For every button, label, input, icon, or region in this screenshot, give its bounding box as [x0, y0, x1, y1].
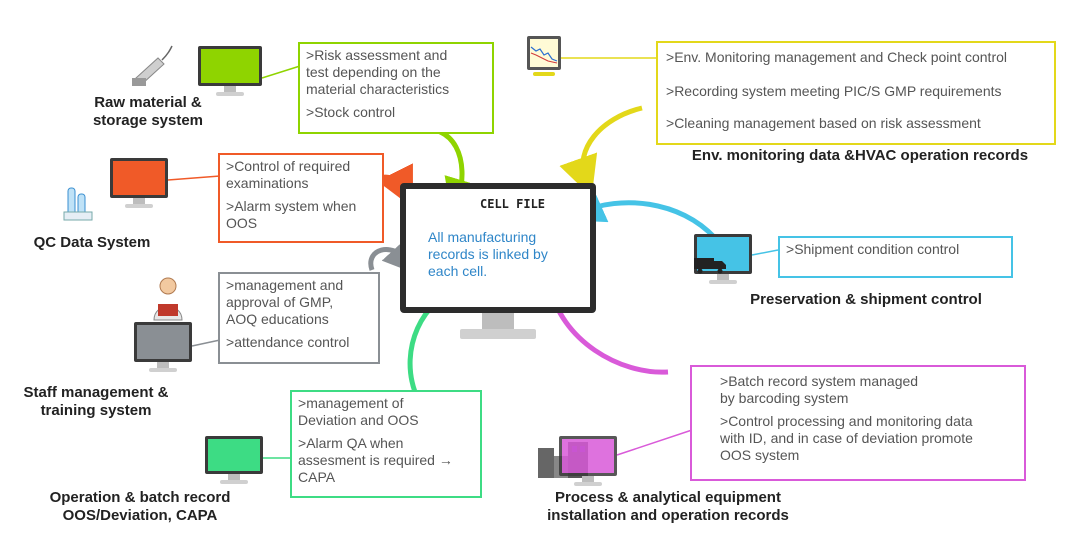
truck-icon — [694, 258, 726, 274]
staff-line-2: approval of GMP, — [226, 294, 334, 310]
raw-line-3: material characteristics — [306, 81, 450, 97]
staff-line-3: AOQ educations — [226, 311, 329, 327]
operation-line-2: Deviation and OOS — [298, 412, 419, 428]
raw-label: Raw material &storage system — [92, 94, 204, 129]
qc-line-1: >Control of required — [226, 158, 351, 174]
staff-label: Staff management &training system — [23, 384, 169, 419]
chart-screen-icon — [530, 46, 558, 64]
qc-info-box: >Control of required examinations >Alarm… — [218, 153, 384, 243]
env-curve-arrow — [559, 105, 643, 197]
cell-file-text-line: All manufacturing — [428, 229, 537, 245]
env-line-2: >Recording system meeting PIC/S GMP requ… — [666, 83, 1002, 99]
staff-info-box: >management and approval of GMP, AOQ edu… — [218, 272, 380, 364]
staff-line-4: >attendance control — [226, 334, 350, 350]
raw-line-1: >Risk assessment and — [306, 47, 448, 63]
operation-line-1: >management of — [298, 395, 404, 411]
shipment-label: Preservation & shipment control — [750, 291, 982, 308]
process-line-5: OOS system — [720, 447, 800, 463]
env-line-1: >Env. Monitoring management and Check po… — [666, 49, 1008, 65]
operation-line-5: CAPA — [298, 469, 336, 485]
barcode-scanner-icon — [132, 45, 173, 86]
qc-label: QC Data System — [33, 234, 151, 251]
cell-file-monitor: CELL FILE All manufacturing records is l… — [400, 183, 596, 358]
staff-line-1: >management and — [226, 277, 344, 293]
cell-file-text: All manufacturing records is linked by e… — [428, 229, 548, 280]
operation-info-box: >management of Deviation and OOS >Alarm … — [290, 390, 482, 498]
operation-line-3: >Alarm QA when — [298, 435, 404, 451]
process-info-box: >Batch record system managed by barcodin… — [690, 365, 1026, 481]
shipment-line-1: >Shipment condition control — [786, 241, 960, 257]
raw-info-box: >Risk assessment and test depending on t… — [298, 42, 494, 134]
cell-file-text-line: records is linked by — [428, 246, 548, 262]
qc-line-4: OOS — [226, 215, 258, 231]
process-line-1: >Batch record system managed — [720, 373, 919, 389]
env-line-3: >Cleaning management based on risk asses… — [666, 115, 981, 131]
shipment-connector-line — [751, 249, 779, 256]
qc-line-3: >Alarm system when — [226, 198, 357, 214]
process-line-2: by barcoding system — [720, 390, 849, 406]
process-line-4: with ID, and in case of deviation promot… — [720, 430, 973, 446]
shipment-curve-arrow — [563, 185, 717, 240]
qc-line-2: examinations — [226, 175, 309, 191]
raw-line-4: >Stock control — [306, 104, 396, 120]
qc-connector-line — [167, 175, 221, 181]
process-line-3: >Control processing and monitoring data — [720, 413, 973, 429]
env-label: Env. monitoring data &HVAC operation rec… — [691, 147, 1029, 164]
staff-person-icon — [153, 277, 183, 321]
shipment-info-box: >Shipment condition control — [778, 236, 1013, 278]
cell-file-text-line: each cell. — [428, 263, 488, 279]
operation-line-4: assesment is required → — [298, 452, 453, 468]
cell-file-title: CELL FILE — [480, 197, 546, 211]
staff-connector-line — [191, 339, 221, 347]
test-tubes-icon — [63, 187, 93, 221]
process-connector-line — [616, 429, 693, 456]
env-info-box: >Env. Monitoring management and Check po… — [656, 41, 1056, 145]
raw-connector-line — [261, 65, 301, 79]
raw-line-2: test depending on the — [306, 64, 441, 80]
